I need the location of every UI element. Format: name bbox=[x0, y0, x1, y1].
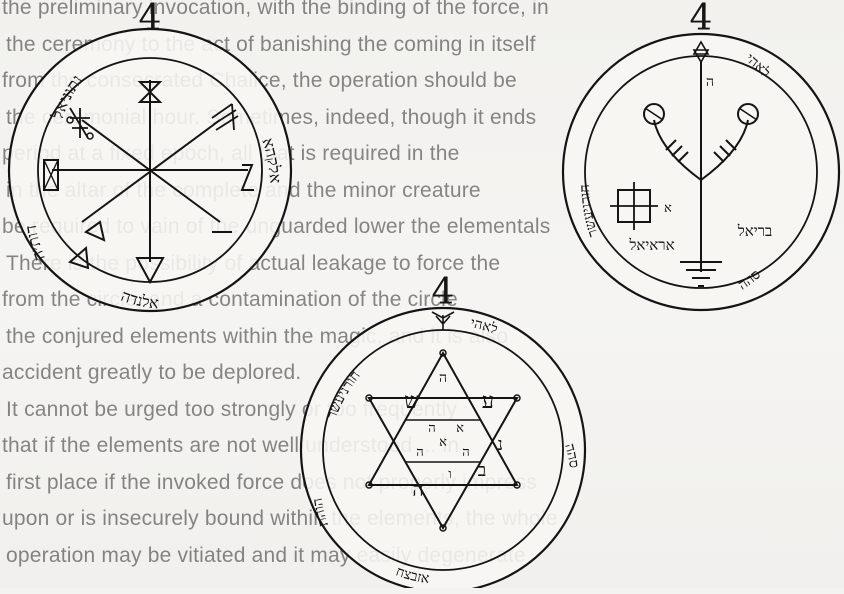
right-center-word-1: בריאל bbox=[737, 222, 773, 240]
pentacle-right bbox=[563, 34, 839, 310]
svg-text:ה: ה bbox=[416, 445, 423, 460]
bottom-number: 4 bbox=[432, 272, 455, 313]
svg-text:נ: נ bbox=[497, 434, 503, 455]
svg-text:ה: ה bbox=[439, 370, 447, 386]
svg-text:א: א bbox=[439, 435, 447, 450]
svg-text:ע: ע bbox=[482, 389, 494, 414]
svg-text:ה: ה bbox=[412, 477, 424, 501]
right-number: 4 bbox=[690, 0, 713, 39]
svg-text:ו: ו bbox=[448, 467, 451, 482]
svg-text:ה: ה bbox=[428, 421, 435, 436]
svg-text:א: א bbox=[456, 421, 464, 436]
pentacle-left bbox=[9, 29, 291, 311]
svg-text:ה: ה bbox=[462, 445, 469, 460]
svg-text:ב: ב bbox=[478, 460, 487, 481]
right-center-word-2: אראיאל bbox=[628, 236, 674, 254]
svg-text:ש: ש bbox=[404, 389, 420, 414]
right-square-letter: א bbox=[664, 201, 672, 216]
left-number: 4 bbox=[139, 0, 162, 39]
right-stem-letter: ה bbox=[706, 74, 714, 90]
